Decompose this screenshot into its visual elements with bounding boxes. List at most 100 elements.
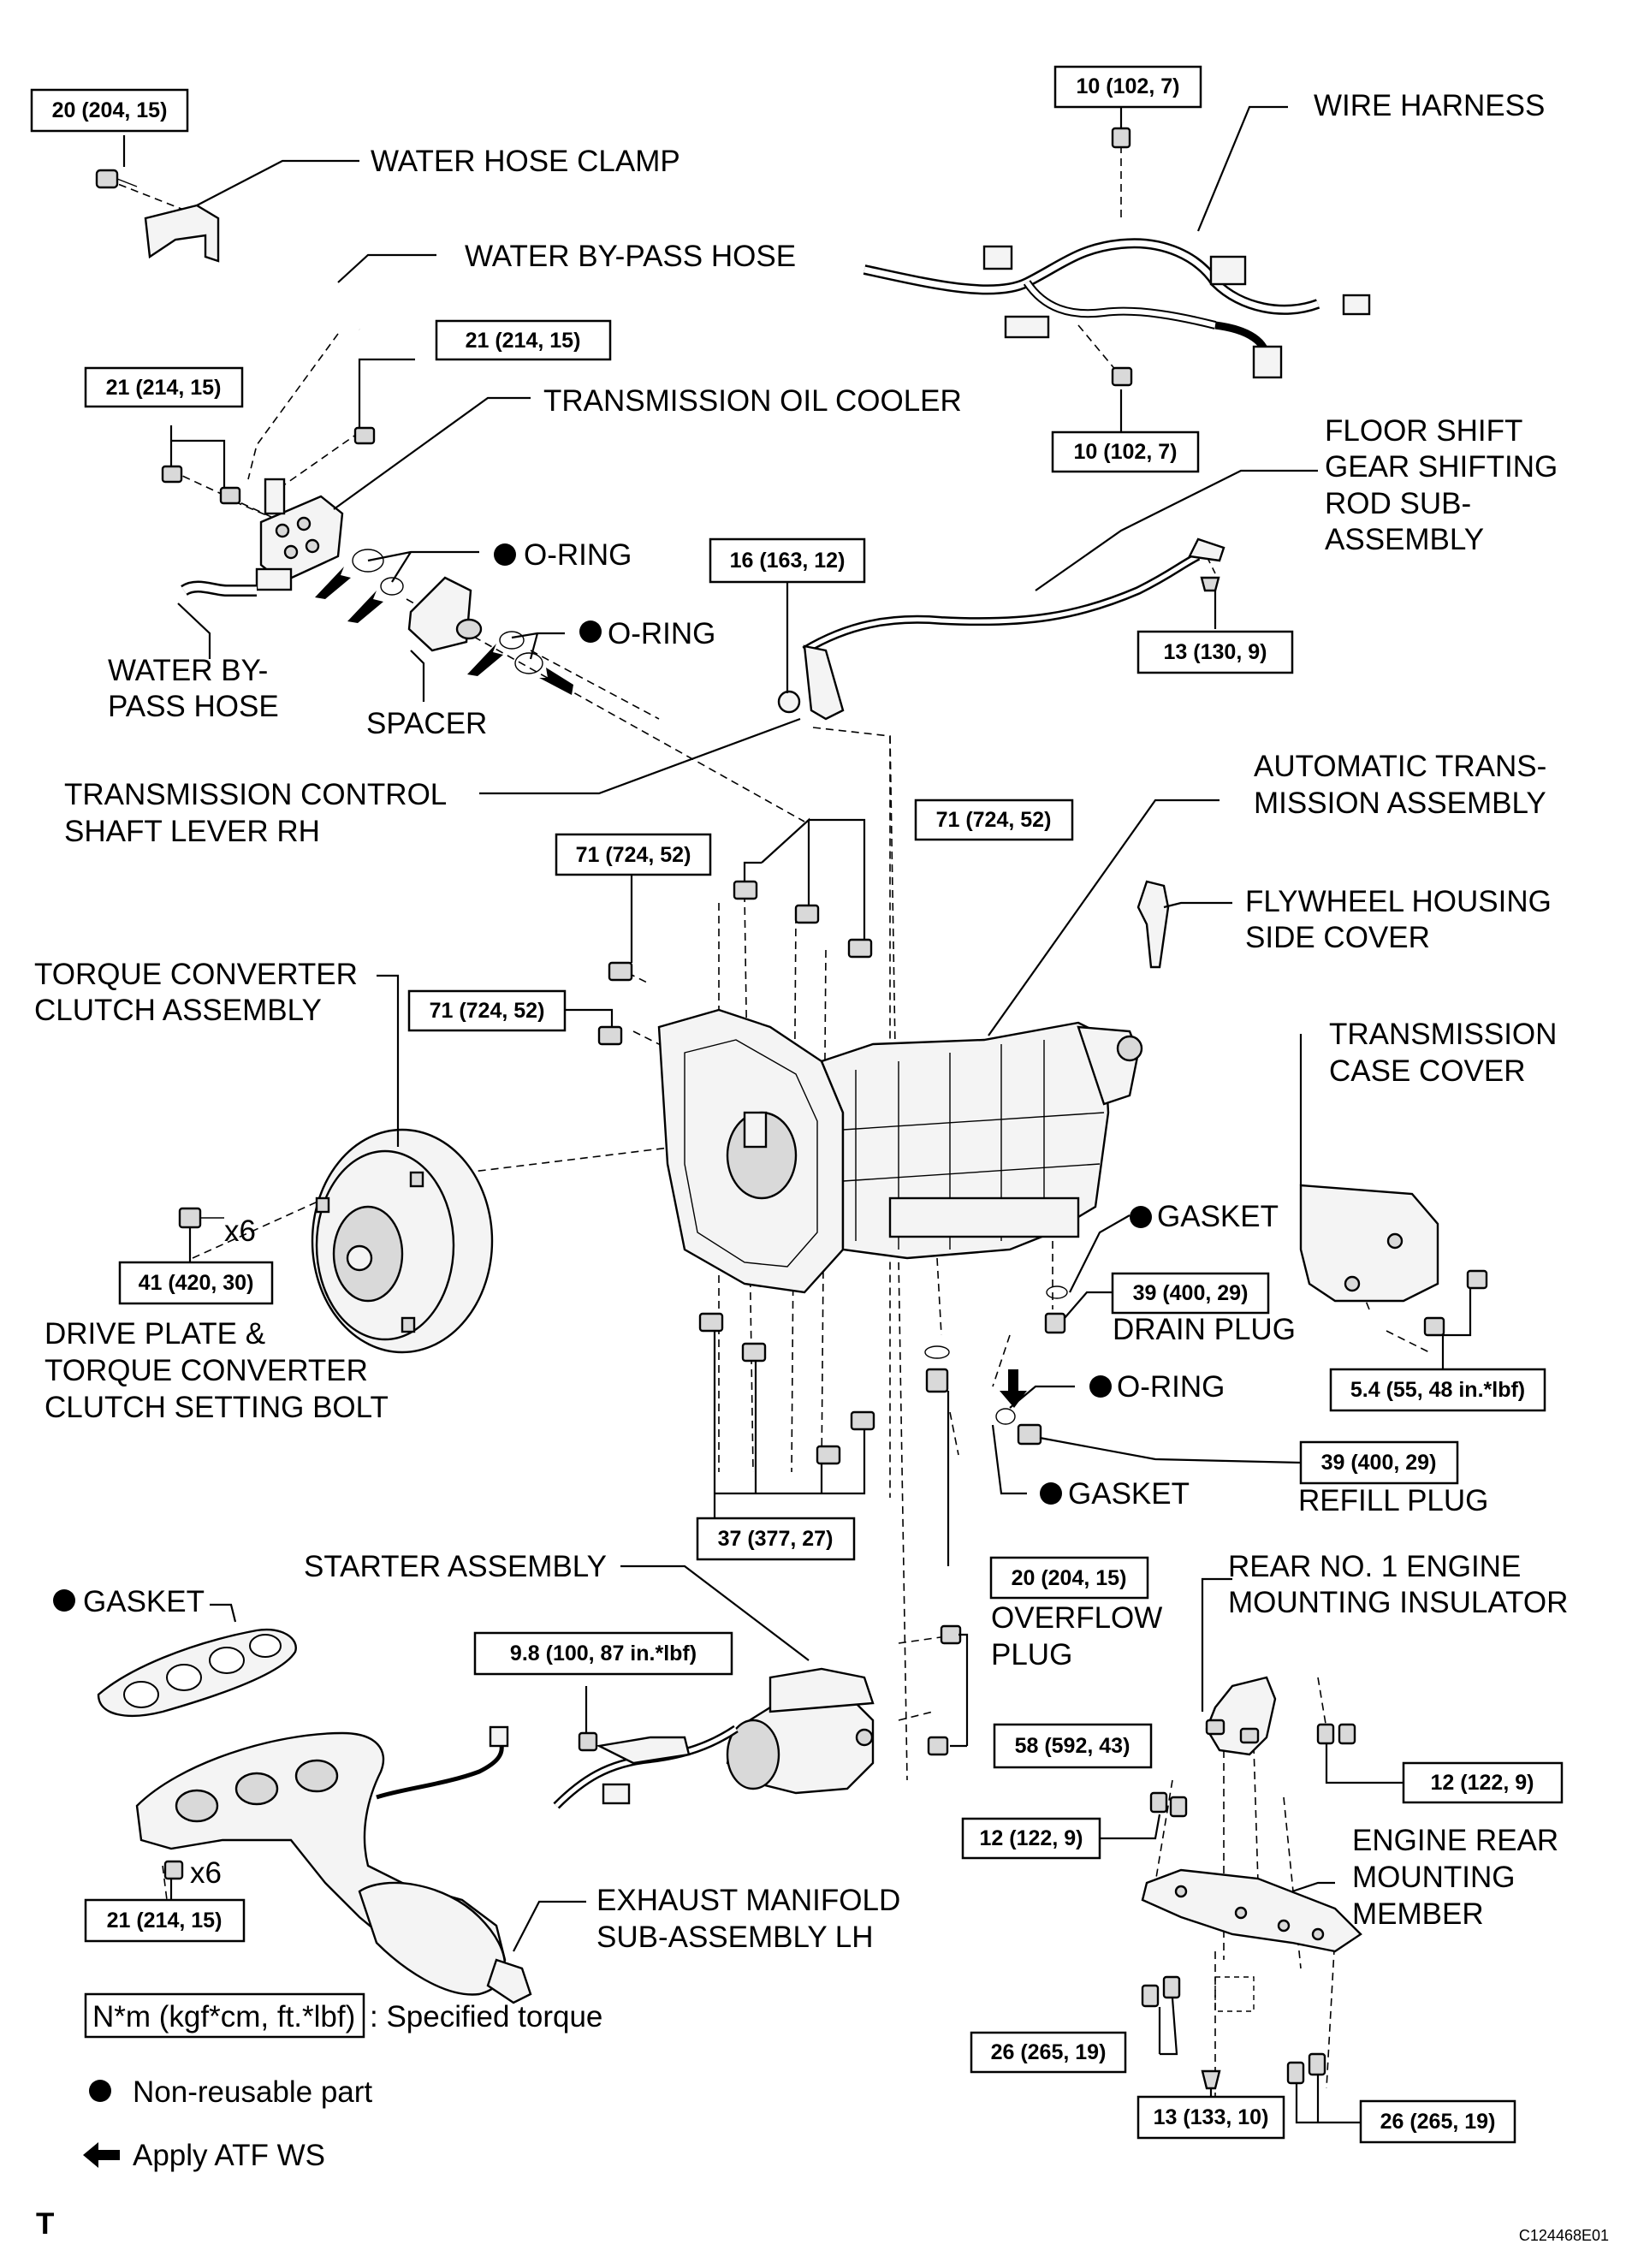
torque-lever: 16 (163, 12) (730, 549, 846, 573)
leader-lines (122, 105, 1472, 2124)
overflow-plug-part (925, 1368, 949, 1393)
label-o-ring-2: O-RING (608, 617, 715, 650)
label-case-cover-2: CASE COVER (1329, 1054, 1526, 1088)
exhaust-manifold (135, 1725, 532, 2004)
label-gasket-drain: GASKET (1157, 1200, 1279, 1233)
starter-assembly (726, 1624, 962, 1795)
atf-arrow-3 (467, 644, 503, 676)
label-wire-harness: WIRE HARNESS (1314, 89, 1545, 122)
torque-converter (311, 1128, 494, 1354)
overflow-gasket (924, 1345, 950, 1359)
label-case-cover-1: TRANSMISSION (1329, 1018, 1557, 1051)
torque-starter-small: 9.8 (100, 87 in.*lbf) (510, 1642, 697, 1665)
label-drive-plate-2: TORQUE CONVERTER (45, 1354, 368, 1387)
label-spacer: SPACER (366, 707, 487, 740)
legend-nonreusable: Non-reusable part (133, 2075, 372, 2109)
floor-shift-rod (802, 537, 1225, 655)
label-starter: STARTER ASSEMBLY (304, 1550, 607, 1583)
label-water-bypass-hose-2a: WATER BY- (108, 654, 268, 687)
bolt-t1 (733, 880, 758, 900)
cooler-bolt-c (219, 486, 241, 505)
refill-plug-part (1017, 1423, 1042, 1446)
torque-insulator-left: 12 (122, 9) (980, 1826, 1083, 1850)
label-x6-b: x6 (190, 1856, 222, 1890)
bolt-t2 (794, 904, 820, 924)
atf-arrow-1 (315, 567, 351, 599)
torque-insulator-right: 12 (122, 9) (1431, 1771, 1534, 1795)
torque-member-left: 26 (265, 19) (991, 2040, 1107, 2064)
atf-arrow-5 (1000, 1369, 1027, 1408)
torque-trans-left: 71 (724, 52) (430, 999, 545, 1023)
label-drain-plug: DRAIN PLUG (1113, 1313, 1296, 1346)
label-exhaust-2: SUB-ASSEMBLY LH (596, 1921, 874, 1954)
torque-exhaust: 21 (214, 15) (107, 1909, 223, 1933)
torque-member-right: 26 (265, 19) (1380, 2110, 1496, 2134)
torque-trans-bottom: 37 (377, 27) (718, 1527, 834, 1551)
torque-trans-top-right: 71 (724, 52) (936, 808, 1052, 832)
spacer (407, 576, 472, 652)
case-cover (1299, 1184, 1488, 1337)
cooler-bolt-b (161, 465, 183, 484)
label-torque-conv-2: CLUTCH ASSEMBLY (34, 994, 322, 1027)
torque-cooler-left: 21 (214, 15) (106, 376, 222, 400)
label-torque-conv-1: TORQUE CONVERTER (34, 958, 358, 991)
legend-atf: Apply ATF WS (133, 2139, 325, 2172)
torque-rod: 13 (130, 9) (1164, 640, 1267, 664)
label-rear-member-2: MOUNTING (1352, 1861, 1516, 1894)
bolt-t8 (816, 1445, 841, 1465)
torque-case-cover: 5.4 (55, 48 in.*lbf) (1350, 1378, 1525, 1402)
bolt-t3 (847, 938, 873, 959)
legend: N*m (kgf*cm, ft.*lbf) : Specified torque… (36, 1992, 1609, 2244)
label-floor-shift-3: ROD SUB- (1325, 487, 1471, 520)
torque-harness-top: 10 (102, 7) (1077, 74, 1180, 98)
figure-code: C124468E01 (1519, 2227, 1609, 2244)
drain-plug-part (1044, 1312, 1066, 1334)
label-water-hose-clamp: WATER HOSE CLAMP (371, 145, 680, 178)
label-overflow-2: PLUG (991, 1638, 1072, 1671)
atf-arrow-4 (539, 668, 573, 695)
torque-refill: 39 (400, 29) (1321, 1451, 1437, 1475)
label-control-lever-2: SHAFT LEVER RH (64, 815, 320, 848)
o-ring-lower-a (499, 631, 525, 650)
label-flywheel-cover-2: SIDE COVER (1245, 921, 1430, 954)
water-hose-clamp (144, 204, 220, 263)
label-floor-shift-2: GEAR SHIFTING (1325, 450, 1558, 484)
label-rear-member-1: ENGINE REAR (1352, 1824, 1558, 1857)
torque-harness-bottom: 10 (102, 7) (1074, 440, 1178, 464)
label-trans-oil-cooler: TRANSMISSION OIL COOLER (543, 384, 962, 418)
torque-trans-top-left: 71 (724, 52) (576, 843, 691, 867)
label-control-lever-1: TRANSMISSION CONTROL (64, 778, 447, 811)
label-rear-insulator-1: REAR NO. 1 ENGINE (1228, 1550, 1521, 1583)
bolt-t6 (698, 1312, 724, 1333)
control-shaft-lever (777, 644, 845, 721)
label-water-bypass-hose: WATER BY-PASS HOSE (465, 240, 796, 273)
part-labels: WATER HOSE CLAMP WATER BY-PASS HOSE TRAN… (34, 89, 1568, 1954)
torque-drain: 39 (400, 29) (1133, 1281, 1249, 1305)
legend-arrow-icon (83, 2142, 120, 2168)
torque-clamp: 20 (204, 15) (52, 98, 168, 122)
drain-gasket (1046, 1285, 1068, 1299)
label-refill-plug: REFILL PLUG (1298, 1484, 1488, 1517)
o-ring-upper-a (352, 549, 384, 573)
starter-wiring (553, 1725, 739, 1809)
non-reusable-marks (53, 543, 1152, 1612)
label-water-bypass-hose-2b: PASS HOSE (108, 690, 279, 723)
drive-plate-bolt (178, 1207, 202, 1229)
legend-dot-icon (89, 2080, 111, 2102)
refill-o-ring (995, 1408, 1016, 1425)
torque-starter: 58 (592, 43) (1015, 1734, 1131, 1758)
legend-specified-torque: : Specified torque (370, 2000, 602, 2033)
label-drive-plate-1: DRIVE PLATE & (45, 1317, 265, 1351)
parts (95, 127, 1488, 2090)
label-o-ring-refill: O-RING (1117, 1370, 1225, 1404)
label-gasket-refill: GASKET (1068, 1477, 1190, 1511)
corner-letter: T (36, 2207, 54, 2241)
label-gasket-exhaust: GASKET (83, 1585, 205, 1618)
label-auto-trans-2: MISSION ASSEMBLY (1254, 787, 1546, 820)
o-ring-lower-b (514, 652, 543, 674)
label-floor-shift-4: ASSEMBLY (1325, 523, 1484, 556)
wire-harness (863, 127, 1371, 387)
rear-mounting-insulator (1149, 1676, 1356, 1818)
label-exhaust-1: EXHAUST MANIFOLD (596, 1884, 900, 1917)
